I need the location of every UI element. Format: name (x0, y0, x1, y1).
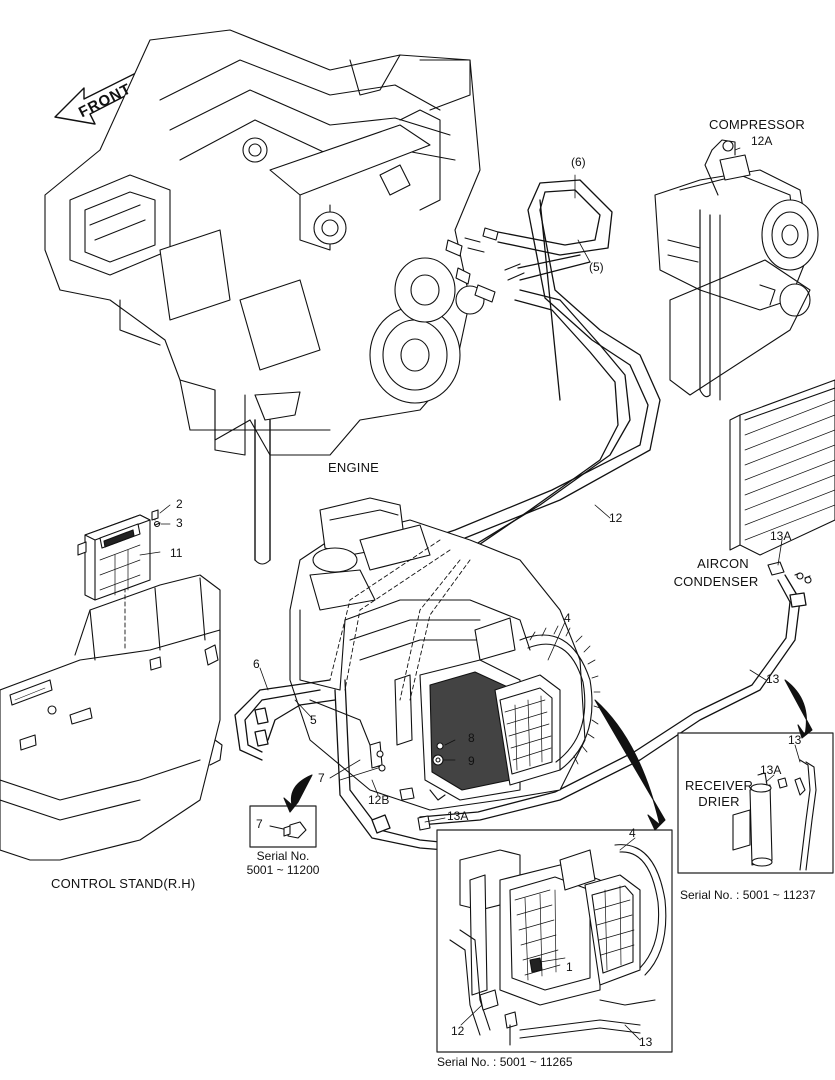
callout-12-inset: 12 (451, 1024, 465, 1038)
callout-13A: 13A (447, 809, 469, 823)
receiver-drier-label-line2: DRIER (698, 794, 740, 809)
engine-illustration (44, 29, 485, 565)
callout-12: 12 (609, 511, 623, 525)
callout-1: 1 (566, 960, 573, 974)
compressor-illustration (654, 139, 819, 401)
callout-5: 5 (310, 713, 317, 727)
inset-receiver-drier (732, 759, 817, 871)
receiver-drier-label-line1: RECEIVER (684, 778, 754, 793)
hose-12 (539, 199, 561, 401)
inset-pointer-arrows (283, 679, 813, 831)
callout-13-bottom-inset: 13 (639, 1035, 653, 1049)
callout-6-paren: (6) (571, 155, 586, 169)
compressor-label: COMPRESSOR (709, 117, 805, 132)
aircon-condenser-label-line2: CONDENSER (673, 574, 759, 589)
hose-13 (419, 574, 807, 826)
callout-2: 2 (176, 497, 183, 511)
serial-bottom: Serial No. : 5001 ~ 11265 (437, 1055, 573, 1069)
inset-hvac-detail (449, 844, 667, 1046)
callout-13A-condenser: 13A (770, 529, 792, 543)
callout-7: 7 (318, 771, 325, 785)
controller-panel-illustration (77, 509, 161, 601)
callout-13A-inset: 13A (760, 763, 782, 777)
callout-12B: 12B (368, 793, 390, 807)
callout-6: 6 (253, 657, 260, 671)
leader-lines (139, 147, 801, 1041)
serial-left-line2: 5001 ~ 11200 (246, 863, 320, 877)
serial-right: Serial No. : 5001 ~ 11237 (680, 888, 816, 902)
callout-3: 3 (176, 516, 183, 530)
condenser-illustration (729, 379, 835, 584)
callout-4-inset: 4 (629, 826, 636, 840)
callout-13: 13 (766, 672, 780, 686)
callout-13-right-inset: 13 (788, 733, 802, 747)
small-parts (376, 742, 444, 772)
hvac-unit-illustration (289, 497, 601, 831)
callout-8: 8 (468, 731, 475, 745)
callout-5-paren: (5) (589, 260, 604, 274)
callout-9: 9 (468, 754, 475, 768)
callout-11: 11 (170, 546, 183, 560)
engine-fittings (445, 227, 525, 303)
inset-bolt-7 (269, 821, 307, 839)
aircon-condenser-label-line1: AIRCON (697, 556, 749, 571)
hose-upper (424, 179, 661, 571)
callout-4: 4 (564, 611, 571, 625)
callout-7-inset: 7 (256, 817, 263, 831)
callout-12A: 12A (751, 134, 773, 148)
control-stand-illustration (0, 574, 223, 861)
engine-label: ENGINE (328, 460, 380, 475)
control-stand-label: CONTROL STAND(R.H) (51, 876, 196, 891)
serial-left-line1: Serial No. (256, 849, 310, 863)
